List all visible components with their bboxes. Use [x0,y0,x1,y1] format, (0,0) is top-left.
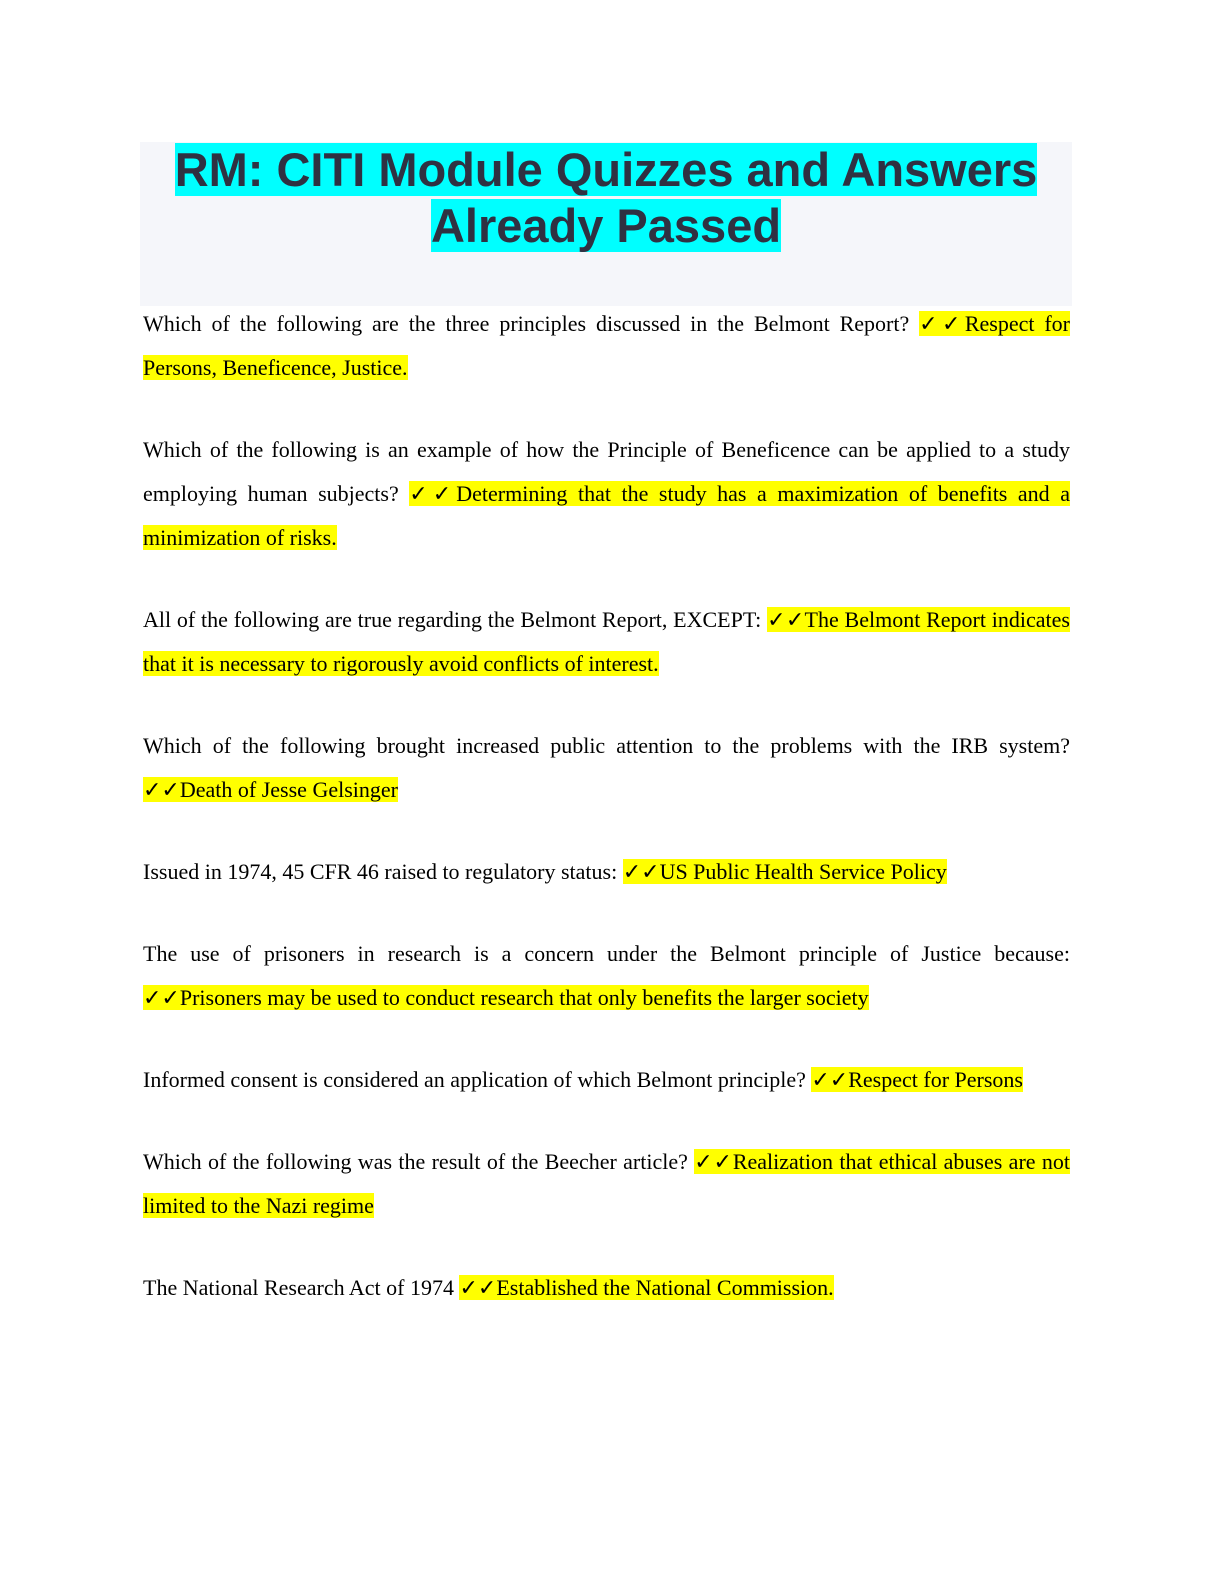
question-text: The National Research Act of 1974 [143,1275,454,1300]
answer-text: The Belmont Report indicates that it is … [143,607,1070,676]
check-icon: ✓✓ [811,1067,849,1092]
check-icon: ✓✓ [409,481,457,506]
qa-item: The National Research Act of 1974 ✓✓Esta… [143,1266,1070,1310]
answer-highlight: ✓✓Prisoners may be used to conduct resea… [143,985,869,1010]
question-text: The use of prisoners in research is a co… [143,941,1070,966]
qa-item: Which of the following are the three pri… [143,302,1070,390]
answer-text: US Public Health Service Policy [659,859,947,884]
qa-item: Which of the following brought increased… [143,724,1070,812]
question-text: Which of the following was the result of… [143,1149,688,1174]
qa-item: Informed consent is considered an applic… [143,1058,1070,1102]
title-banner: RM: CITI Module Quizzes and Answers Alre… [140,142,1072,306]
qa-item: Which of the following is an example of … [143,428,1070,560]
qa-item: Which of the following was the result of… [143,1140,1070,1228]
question-text: Which of the following is an example of … [143,437,1070,506]
check-icon: ✓✓ [143,777,180,802]
answer-highlight: ✓✓Respect for Persons [811,1067,1023,1092]
qa-item: Issued in 1974, 45 CFR 46 raised to regu… [143,850,1070,894]
check-icon: ✓✓ [459,1275,497,1300]
document-title: RM: CITI Module Quizzes and Answers Alre… [140,142,1072,254]
check-icon: ✓✓ [767,607,805,632]
question-text: Which of the following brought increased… [143,733,1070,758]
answer-text: Respect for Persons, Beneficence, Justic… [143,311,1070,380]
answer-highlight: ✓✓Death of Jesse Gelsinger [143,777,398,802]
check-icon: ✓✓ [919,311,965,336]
qa-item: All of the following are true regarding … [143,598,1070,686]
check-icon: ✓✓ [622,859,660,884]
question-text: Which of the following are the three pri… [143,311,910,336]
qa-list: Which of the following are the three pri… [143,302,1070,1348]
answer-text: Established the National Commission. [496,1275,834,1300]
answer-highlight: ✓✓Established the National Commission. [459,1275,834,1300]
answer-text: Determining that the study has a maximiz… [143,481,1070,550]
question-text: All of the following are true regarding … [143,607,762,632]
qa-item: The use of prisoners in research is a co… [143,932,1070,1020]
check-icon: ✓✓ [694,1149,733,1174]
answer-text: Death of Jesse Gelsinger [179,777,398,802]
answer-text: Respect for Persons [848,1067,1023,1092]
title-line-1: RM: CITI Module Quizzes and Answers [174,143,1038,196]
answer-text: Prisoners may be used to conduct researc… [179,985,869,1010]
title-line-2: Already Passed [430,199,782,252]
question-text: Issued in 1974, 45 CFR 46 raised to regu… [143,859,618,884]
question-text: Informed consent is considered an applic… [143,1067,806,1092]
check-icon: ✓✓ [143,985,180,1010]
answer-highlight: ✓✓US Public Health Service Policy [622,859,947,884]
answer-text: Realization that ethical abuses are not … [143,1149,1070,1218]
